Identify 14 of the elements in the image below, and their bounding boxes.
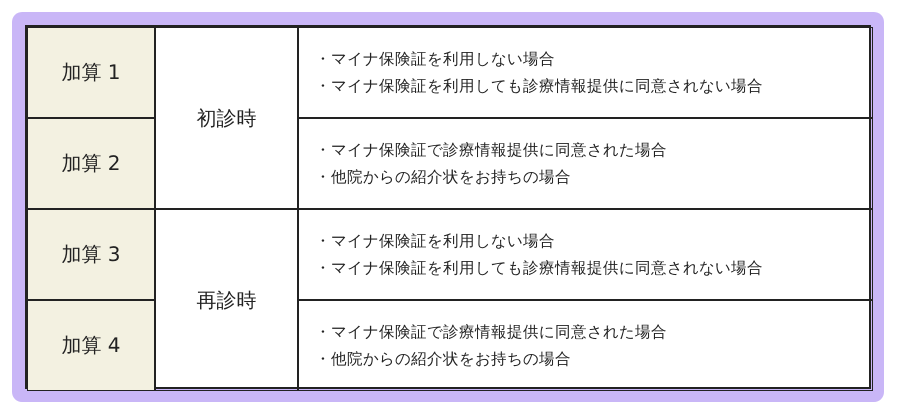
condition-text: ・他院からの紹介状をお持ちの場合 — [315, 348, 572, 370]
condition-text: ・マイナ保険証を利用しても診療情報提供に同意されない場合 — [315, 76, 764, 96]
condition-text: ・マイナ保険証で診療情報提供に同意された場合 — [315, 140, 668, 160]
condition-text: ・マイナ保険証を利用しても診療情報提供に同意されない場合 — [315, 258, 764, 278]
condition-text: ・マイナ保険証で診療情報提供に同意された場合 — [315, 322, 668, 342]
condition-text: ・マイナ保険証を利用しない場合 — [315, 230, 556, 252]
row-header: 加算 1 — [61, 59, 121, 86]
row-header: 加算 3 — [61, 241, 121, 268]
group-header: 再診時 — [196, 286, 256, 314]
condition-text: ・マイナ保険証を利用しない場合 — [315, 48, 556, 70]
group-header: 初診時 — [196, 104, 256, 132]
condition-text: ・他院からの紹介状をお持ちの場合 — [315, 166, 572, 188]
row-header: 加算 2 — [61, 150, 121, 177]
row-header: 加算 4 — [61, 332, 121, 359]
